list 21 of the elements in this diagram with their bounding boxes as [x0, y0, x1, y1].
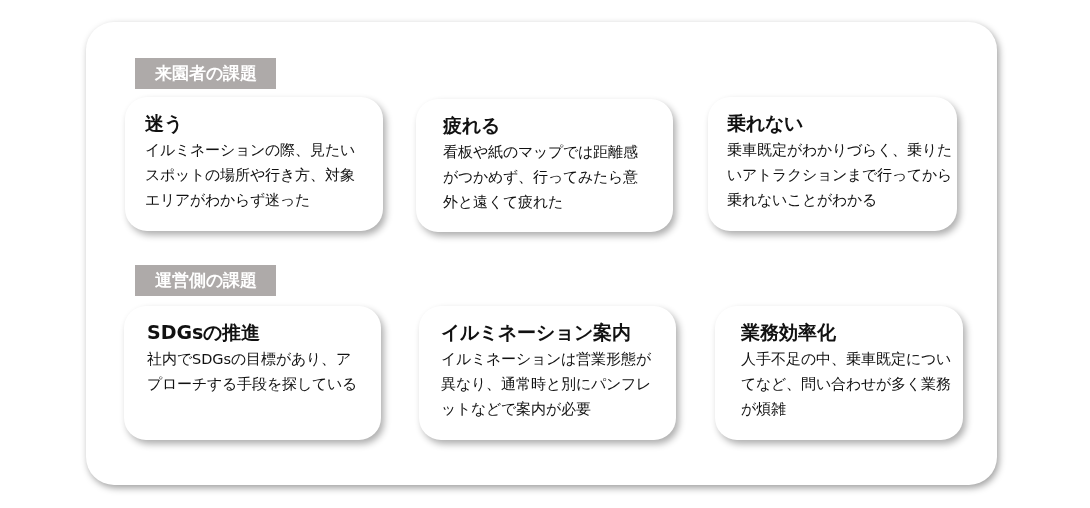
issue-card — [416, 99, 673, 232]
card-title: 迷う — [145, 111, 184, 136]
panel — [86, 22, 997, 485]
card-title: 疲れる — [443, 113, 501, 138]
card-title: 業務効率化 — [741, 320, 837, 345]
section-heading: 来園者の課題 — [135, 58, 276, 89]
card-title: SDGsの推進 — [147, 320, 262, 345]
issue-card — [708, 97, 957, 231]
card-description: 人手不足の中、乗車既定についてなど、問い合わせが多く業務が煩雑 — [741, 350, 952, 419]
issue-card — [715, 306, 963, 440]
issue-card — [419, 306, 676, 440]
issue-card — [125, 97, 383, 231]
card-title: イルミネーション案内 — [441, 320, 632, 345]
section-heading: 運営側の課題 — [135, 265, 276, 296]
card-title: 乗れない — [727, 111, 804, 136]
card-description: 乗車既定がわかりづらく、乗りたいアトラクションまで行ってから乗れないことがわかる — [727, 141, 953, 210]
card-description: イルミネーションは営業形態が異なり、通常時と別にパンフレットなどで案内が必要 — [441, 350, 652, 419]
card-description: 社内でSDGsの目標があり、アプローチする手段を探している — [147, 350, 358, 394]
issue-card — [124, 306, 381, 440]
card-description: 看板や紙のマップでは距離感がつかめず、行ってみたら意外と遠くて疲れた — [443, 143, 639, 212]
card-description: イルミネーションの際、見たいスポットの場所や行き方、対象エリアがわからず迷った — [145, 141, 356, 210]
